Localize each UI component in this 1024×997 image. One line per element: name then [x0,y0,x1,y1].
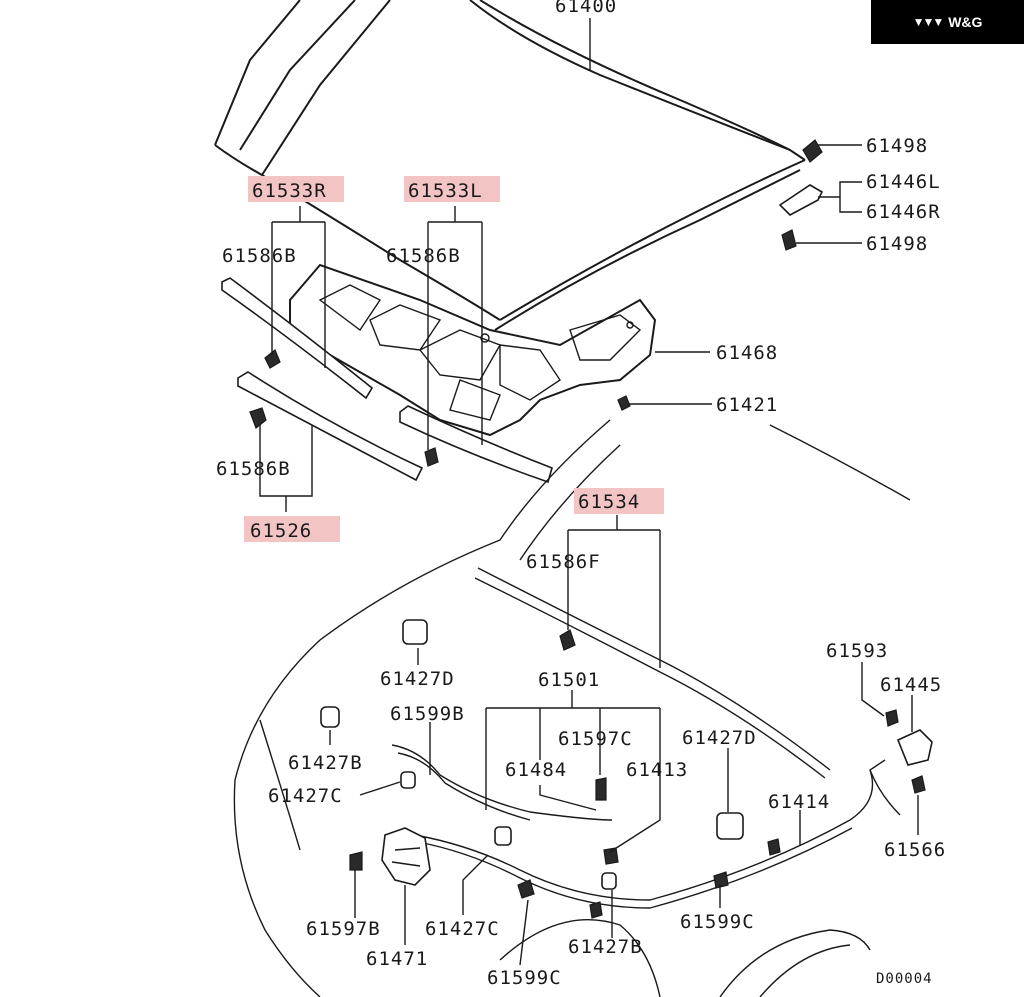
label-61421: 61421 [716,394,778,416]
label-61599b: 61599B [390,703,465,725]
label-61446r: 61446R [866,201,941,223]
label-61533l: 61533L [408,180,483,202]
label-61599c-right: 61599C [680,911,755,933]
label-61533r: 61533R [252,180,327,202]
label-61445: 61445 [880,674,942,696]
part-labels: 61400 61498 61446L 61446R 61498 61533R 6… [216,0,946,989]
label-61413: 61413 [626,759,688,781]
label-61599c-bottom: 61599C [487,967,562,989]
logo-mark-icon: ▼▼▼ [912,15,945,29]
label-61593: 61593 [826,640,888,662]
logo-text: W&G [948,14,983,30]
label-61498-top: 61498 [866,135,928,157]
release-cables [391,744,901,909]
label-61566: 61566 [884,839,946,861]
label-61427d-right: 61427D [682,727,757,749]
clips [249,349,576,651]
label-61427b-bottom: 61427B [568,936,643,958]
hood-hinges [617,139,824,411]
hood-latch [349,709,933,919]
label-61471: 61471 [366,948,428,970]
hood-panel [214,0,806,331]
vehicle-body-outline [233,419,911,997]
label-highlights [244,176,664,542]
label-61501: 61501 [538,669,600,691]
label-61534: 61534 [578,491,640,513]
label-61414: 61414 [768,791,830,813]
label-61400: 61400 [555,0,617,17]
label-61586b-center: 61586B [386,245,461,267]
label-61427c-bottom: 61427C [425,918,500,940]
label-61446l: 61446L [866,171,941,193]
label-61484: 61484 [505,759,567,781]
label-61586f: 61586F [526,551,601,573]
diagram-code: D00004 [876,971,933,987]
brand-logo: ▼▼▼ W&G [871,0,1024,44]
label-61526: 61526 [250,520,312,542]
hood-bumpers [320,619,744,890]
label-61427d-left: 61427D [380,668,455,690]
weatherstrips [221,277,831,779]
label-61597c: 61597C [558,728,633,750]
label-61586b-lower: 61586B [216,458,291,480]
label-61468: 61468 [716,342,778,364]
leader-lines [259,18,919,966]
label-61597b: 61597B [306,918,381,940]
hood-inner-frame [289,263,657,437]
label-61586b-left: 61586B [222,245,297,267]
label-61498-bottom: 61498 [866,233,928,255]
label-61427b-left: 61427B [288,752,363,774]
label-61427c-left: 61427C [268,785,343,807]
